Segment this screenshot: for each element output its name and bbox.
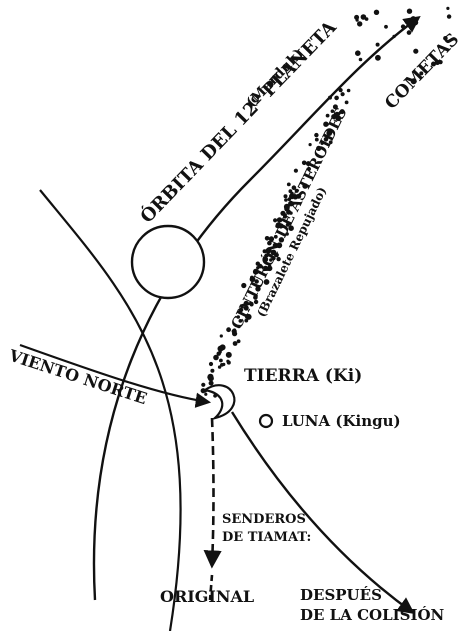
earth-crescent [205, 385, 234, 418]
comets-label: COMETAS [381, 30, 463, 114]
asteroid-dot [287, 183, 291, 187]
asteroid-dot [345, 101, 349, 105]
comet-dot [375, 55, 381, 61]
left-orbit-arc [44, 185, 82, 631]
comet-dot [374, 10, 379, 15]
planet-marduk-circle [132, 226, 204, 298]
asteroid-dot [204, 393, 207, 396]
asteroid-dot [219, 359, 223, 363]
after-collision-label-2: DE LA COLISIÓN [300, 606, 445, 624]
asteroid-dot [209, 362, 213, 366]
north-wind-label: VIENTO NORTE [6, 345, 150, 408]
comet-dot [413, 49, 418, 54]
tiamat-paths-label-2: DE TIAMAT: [222, 530, 311, 545]
comet-dot [376, 43, 380, 47]
asteroid-dot [222, 363, 225, 366]
comet-dot [392, 35, 395, 38]
earth-label: TIERRA (Ki) [244, 366, 362, 386]
comet-dot [355, 50, 361, 56]
asteroid-dot [220, 334, 223, 337]
asteroid-dot [218, 365, 221, 368]
moon-label: LUNA (Kingu) [282, 412, 401, 430]
asteroid-dot [210, 369, 214, 373]
comet-dot [413, 20, 418, 25]
comet-dot [407, 30, 412, 35]
asteroid-dot [334, 96, 339, 101]
comet-dot [447, 14, 451, 18]
asteroid-dot [347, 89, 351, 93]
asteroid-dot [201, 383, 205, 387]
original-label: ORIGINAL [160, 587, 254, 606]
asteroid-dot [233, 341, 238, 346]
asteroid-dot [226, 360, 229, 363]
asteroid-dot [294, 169, 298, 173]
comet-dot [359, 58, 363, 62]
asteroid-dot [232, 331, 237, 336]
asteroid-dot [218, 346, 224, 352]
after-collision-label-1: DESPUÉS [300, 586, 382, 604]
asteroid-dot [213, 355, 219, 361]
asteroid-dot [341, 92, 345, 96]
comet-dot [401, 24, 405, 28]
comet-dot [357, 21, 362, 26]
moon-circle [260, 415, 272, 427]
asteroid-dot [226, 327, 231, 332]
comet-dot [361, 14, 367, 20]
asteroid-dot [309, 143, 312, 146]
comet-dot [354, 15, 359, 20]
orbit-subtitle-label: (Marduk) [243, 46, 307, 111]
asteroid-dot [207, 375, 212, 380]
comet-dot [446, 7, 449, 10]
asteroid-dot [339, 88, 343, 92]
comet-dot [407, 9, 412, 14]
asteroid-dot [284, 194, 288, 198]
asteroid-dot [226, 352, 232, 358]
tiamat-original-path [212, 418, 214, 565]
tiamat-paths-label-1: SENDEROS [222, 512, 306, 527]
comet-dot [384, 25, 388, 29]
asteroid-dot [328, 96, 332, 100]
